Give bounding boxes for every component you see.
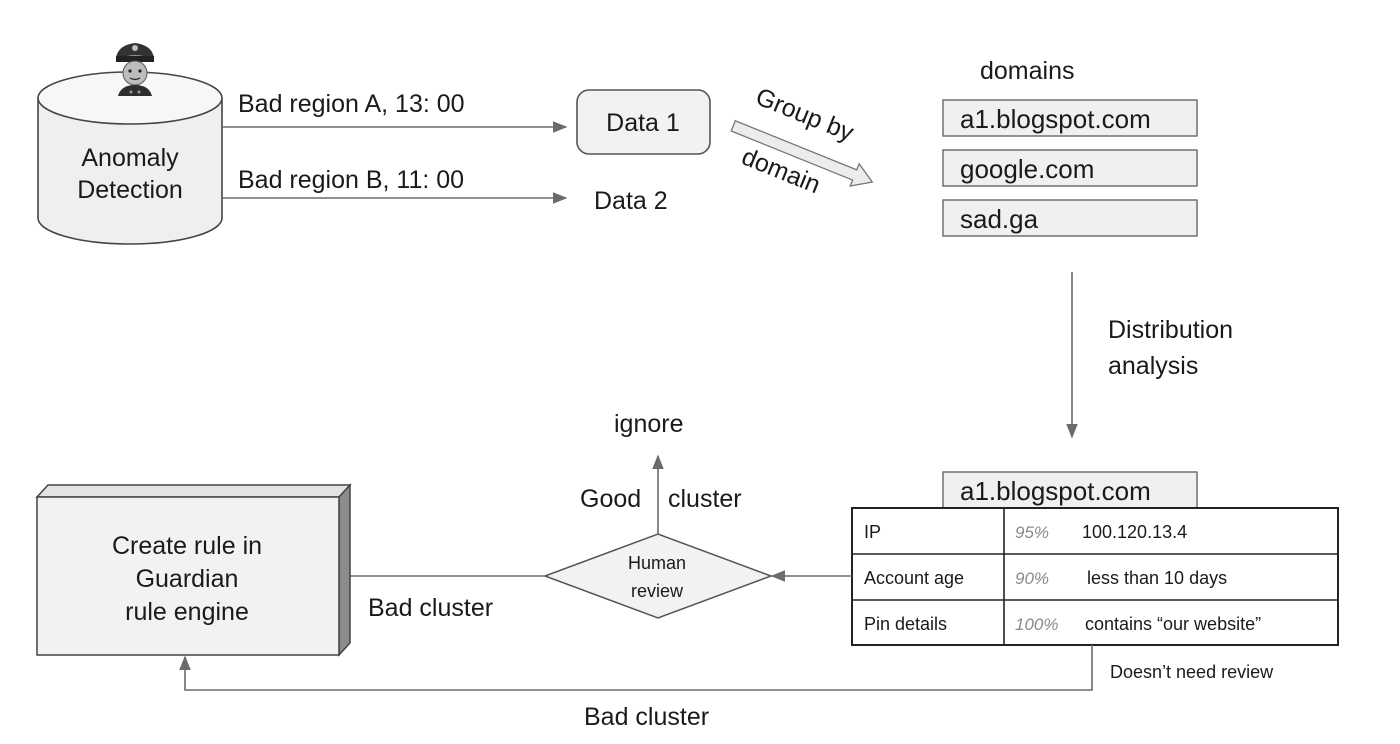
rule-engine-label-line3: rule engine [125, 598, 249, 626]
domain-list: a1.blogspot.com google.com sad.ga [942, 99, 1198, 237]
domain-item: a1.blogspot.com [960, 104, 1151, 134]
table-row-percent: 90% [1015, 569, 1049, 588]
table-row-value: contains “our website” [1085, 614, 1261, 634]
rule-engine-label-line1: Create rule in [112, 532, 262, 560]
table-row-value: less than 10 days [1087, 568, 1227, 588]
domains-title: domains [980, 57, 1075, 85]
bad-cluster-label-bottom: Bad cluster [584, 703, 709, 731]
data1-node: Data 1 [576, 89, 711, 155]
human-review-node: Human review [542, 533, 774, 619]
rule-engine-node: Create rule in Guardian rule engine [35, 483, 352, 657]
human-review-label-line2: review [631, 581, 684, 601]
domain-item: google.com [960, 154, 1094, 184]
distribution-label-line1: Distribution [1108, 316, 1233, 344]
table-row-label: IP [864, 522, 881, 542]
data1-label: Data 1 [606, 109, 680, 137]
cluster-feature-table: IP 95% 100.120.13.4 Account age 90% less… [851, 507, 1339, 646]
anomaly-detection-label-line2: Detection [77, 176, 183, 204]
police-officer-icon [116, 43, 154, 96]
bad-cluster-direct-arrow [179, 645, 1093, 691]
table-row-value: 100.120.13.4 [1082, 522, 1187, 542]
human-review-label-line1: Human [628, 553, 686, 573]
bad-region-b-label: Bad region B, 11: 00 [238, 166, 464, 194]
table-row-percent: 100% [1015, 615, 1058, 634]
table-row-label: Pin details [864, 614, 947, 634]
bad-region-a-label: Bad region A, 13: 00 [238, 90, 465, 118]
cluster-title: a1.blogspot.com [960, 476, 1151, 506]
data2-label: Data 2 [594, 187, 668, 215]
table-row-label: Account age [864, 568, 964, 588]
bad-cluster-label-mid: Bad cluster [368, 594, 493, 622]
doesnt-need-review-label: Doesn’t need review [1110, 662, 1274, 682]
ignore-label: ignore [614, 410, 684, 438]
anomaly-detection-label-line1: Anomaly [81, 144, 179, 172]
good-cluster-label-left: Good [580, 485, 641, 513]
anomaly-detection-node: Anomaly Detection [37, 71, 223, 245]
table-row-percent: 95% [1015, 523, 1049, 542]
good-cluster-label-right: cluster [668, 485, 742, 513]
domain-item: sad.ga [960, 204, 1039, 234]
cluster-title-tab: a1.blogspot.com [942, 471, 1198, 509]
rule-engine-label-line2: Guardian [136, 565, 239, 593]
distribution-label-line2: analysis [1108, 352, 1198, 380]
group-by-arrow [730, 119, 874, 187]
